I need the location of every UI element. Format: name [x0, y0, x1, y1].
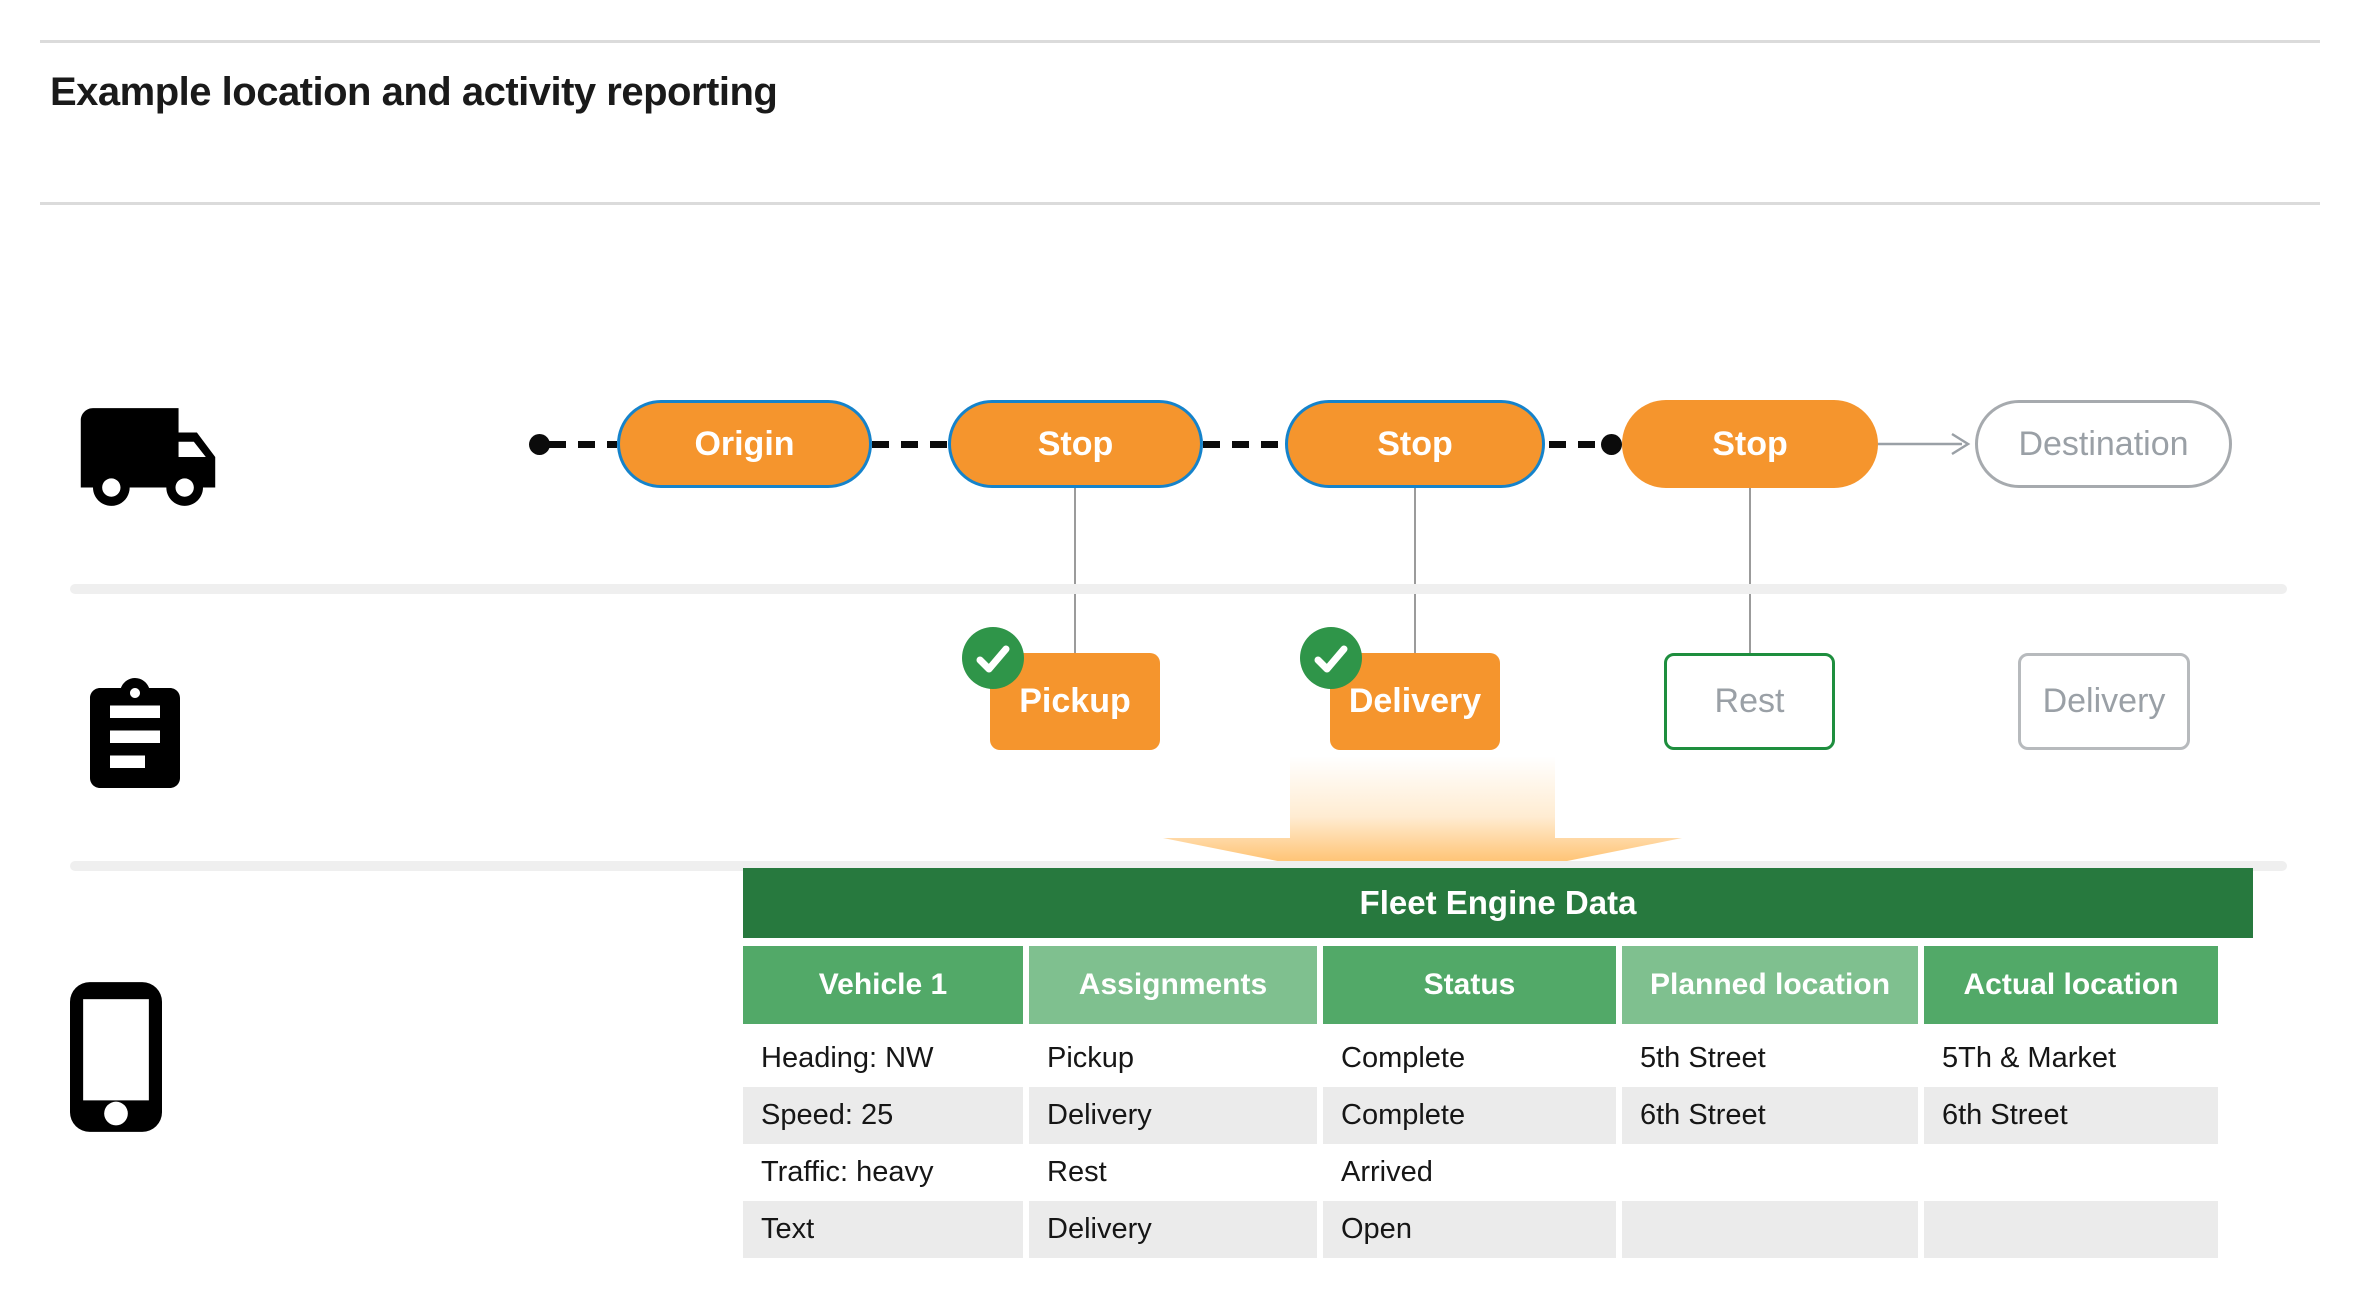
top-divider — [40, 40, 2320, 43]
table-cell: Delivery — [1029, 1087, 1317, 1144]
column-header-assignments: Assignments — [1029, 946, 1317, 1024]
table-cell: Delivery — [1029, 1201, 1317, 1258]
connector-line — [1074, 488, 1076, 654]
table-title-bar: Fleet Engine Data — [743, 868, 2253, 938]
table-cell — [1924, 1144, 2218, 1201]
route-dash-segment — [1549, 441, 1599, 448]
check-icon — [1300, 627, 1362, 689]
table-cell: 6th Street — [1924, 1087, 2218, 1144]
route-node-label: Stop — [1377, 424, 1453, 463]
activity-label: Rest — [1714, 682, 1785, 720]
route-current-dot — [1601, 434, 1622, 455]
column-header-label: Actual location — [1963, 968, 2179, 1001]
route-node-label: Origin — [694, 424, 795, 463]
column-header-label: Assignments — [1078, 968, 1268, 1001]
column-header-planned-location: Planned location — [1622, 946, 1918, 1024]
column-header-label: Planned location — [1649, 968, 1891, 1001]
table-cell: 5th Street — [1640, 1042, 1766, 1074]
activity-box-delivery: Delivery — [1330, 653, 1500, 750]
truck-icon — [80, 408, 216, 506]
table-cell: Rest — [1047, 1156, 1107, 1188]
section-divider — [70, 584, 2287, 594]
checkmark-glyph — [1314, 645, 1348, 673]
table-cell — [1622, 1144, 1918, 1201]
checkmark-glyph — [976, 645, 1010, 673]
connector-line — [1749, 488, 1751, 654]
table-cell: Open — [1323, 1201, 1616, 1258]
column-header-actual-location: Actual location — [1924, 946, 2218, 1024]
column-header-vehicle: Vehicle 1 — [743, 946, 1023, 1024]
activity-box-rest: Rest — [1664, 653, 1835, 750]
route-arrow-to-destination — [1878, 432, 1971, 456]
route-dash-segment — [549, 441, 617, 448]
activity-label: Delivery — [2042, 682, 2166, 720]
table-cell: Complete — [1341, 1042, 1466, 1074]
route-node-origin: Origin — [617, 400, 872, 488]
column-header-status: Status — [1323, 946, 1616, 1024]
activity-label: Delivery — [1348, 682, 1482, 720]
check-icon — [962, 627, 1024, 689]
table-cell: Complete — [1323, 1087, 1616, 1144]
table-cell — [1924, 1201, 2218, 1258]
table-cell: Arrived — [1341, 1156, 1433, 1188]
activity-label: Pickup — [1019, 682, 1131, 720]
table-cell: Speed: 25 — [743, 1087, 1023, 1144]
route-node-stop-3: Stop — [1622, 400, 1878, 488]
clipboard-icon — [90, 678, 180, 788]
route-node-label: Stop — [1712, 424, 1788, 463]
table-cell: 6th Street — [1622, 1087, 1918, 1144]
table-cell: 5Th & Market — [1942, 1042, 2117, 1074]
table-cell — [1622, 1201, 1918, 1258]
title-divider — [40, 202, 2320, 205]
route-node-stop-2: Stop — [1285, 400, 1545, 488]
table-cell: Pickup — [1047, 1042, 1135, 1074]
page-title: Example location and activity reporting — [50, 70, 778, 114]
route-node-stop-1: Stop — [948, 400, 1203, 488]
activity-box-delivery-future: Delivery — [2018, 653, 2190, 750]
route-node-destination: Destination — [1975, 400, 2232, 488]
route-start-dot — [529, 434, 550, 455]
table-cell: Heading: NW — [761, 1042, 934, 1074]
phone-icon — [70, 982, 162, 1132]
route-node-label: Stop — [1037, 424, 1114, 463]
connector-line — [1414, 488, 1416, 654]
table-cell: Traffic: heavy — [761, 1156, 934, 1188]
table-cell: Text — [743, 1201, 1023, 1258]
table-title: Fleet Engine Data — [1359, 884, 1637, 921]
column-header-label: Status — [1423, 968, 1516, 1001]
section-divider — [70, 861, 2287, 871]
column-header-label: Vehicle 1 — [818, 968, 948, 1001]
route-node-label: Destination — [2018, 424, 2189, 463]
route-dash-segment — [872, 441, 948, 448]
route-dash-segment — [1203, 441, 1285, 448]
